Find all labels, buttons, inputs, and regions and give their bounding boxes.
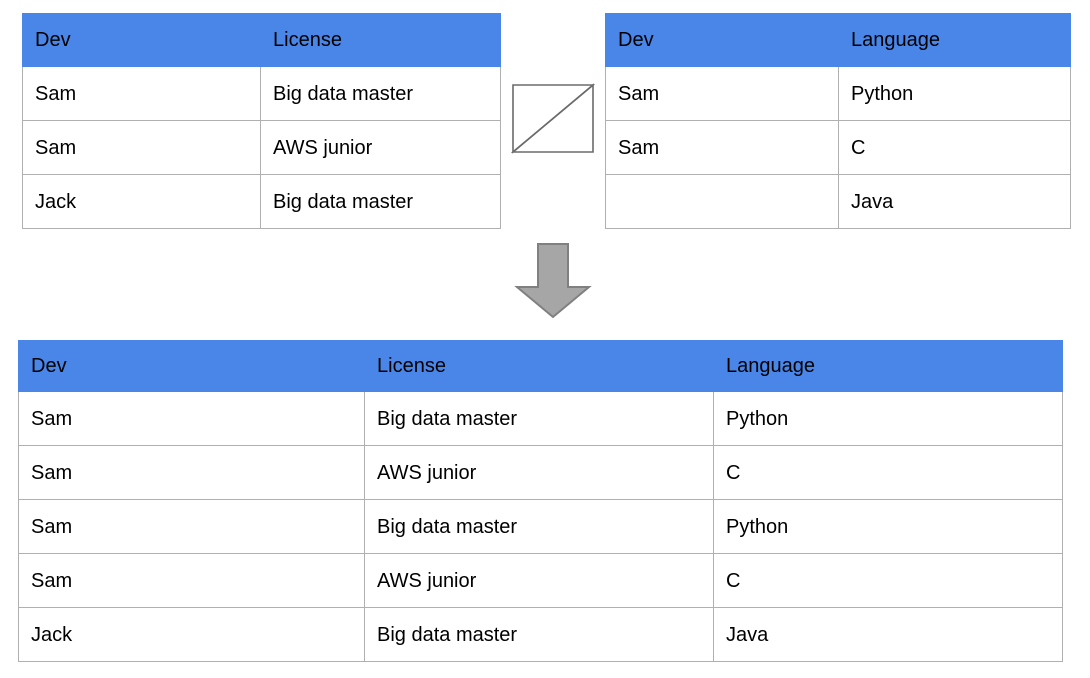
language-table: Dev Language Sam Python Sam C Java xyxy=(605,13,1071,229)
cell-language: Python xyxy=(838,66,1071,121)
table-row: Sam AWS junior C xyxy=(18,445,1063,500)
join-result-table: Dev License Language Sam Big data master… xyxy=(18,340,1063,662)
cell-dev: Sam xyxy=(18,553,365,608)
cell-language: C xyxy=(713,445,1063,500)
cell-dev: Jack xyxy=(18,607,365,662)
table-row: Sam AWS junior C xyxy=(18,553,1063,608)
column-header-dev: Dev xyxy=(18,340,365,392)
table-row: Sam Big data master xyxy=(22,66,501,121)
table-row: Sam AWS junior xyxy=(22,120,501,175)
table-row: Sam Python xyxy=(605,66,1071,121)
cell-dev: Sam xyxy=(18,499,365,554)
cell-dev-empty xyxy=(605,174,839,229)
license-table: Dev License Sam Big data master Sam AWS … xyxy=(22,13,501,229)
cell-dev: Jack xyxy=(22,174,261,229)
cell-dev: Sam xyxy=(18,391,365,446)
cell-license: Big data master xyxy=(364,499,714,554)
column-header-dev: Dev xyxy=(22,13,261,67)
cell-license: Big data master xyxy=(260,66,501,121)
table-row: Sam Big data master Python xyxy=(18,499,1063,554)
table-row: Jack Big data master Java xyxy=(18,607,1063,662)
cell-license: Big data master xyxy=(364,391,714,446)
column-header-license: License xyxy=(364,340,714,392)
join-operator-icon xyxy=(510,82,596,155)
table-header-row: Dev License Language xyxy=(18,340,1063,392)
cell-license: Big data master xyxy=(260,174,501,229)
cell-license: AWS junior xyxy=(364,445,714,500)
down-arrow-icon xyxy=(512,240,594,321)
cell-language: Java xyxy=(838,174,1071,229)
column-header-license: License xyxy=(260,13,501,67)
table-row: Java xyxy=(605,174,1071,229)
cell-language: Java xyxy=(713,607,1063,662)
cell-license: AWS junior xyxy=(364,553,714,608)
cell-dev: Sam xyxy=(605,120,839,175)
cell-language: C xyxy=(713,553,1063,608)
table-header-row: Dev License xyxy=(22,13,501,67)
table-row: Sam C xyxy=(605,120,1071,175)
cell-language: Python xyxy=(713,499,1063,554)
cell-dev: Sam xyxy=(22,66,261,121)
cell-license: AWS junior xyxy=(260,120,501,175)
column-header-dev: Dev xyxy=(605,13,839,67)
cell-language: C xyxy=(838,120,1071,175)
cell-dev: Sam xyxy=(22,120,261,175)
column-header-language: Language xyxy=(838,13,1071,67)
table-row: Sam Big data master Python xyxy=(18,391,1063,446)
column-header-language: Language xyxy=(713,340,1063,392)
cell-language: Python xyxy=(713,391,1063,446)
table-row: Jack Big data master xyxy=(22,174,501,229)
table-header-row: Dev Language xyxy=(605,13,1071,67)
cell-dev: Sam xyxy=(605,66,839,121)
cell-dev: Sam xyxy=(18,445,365,500)
cell-license: Big data master xyxy=(364,607,714,662)
